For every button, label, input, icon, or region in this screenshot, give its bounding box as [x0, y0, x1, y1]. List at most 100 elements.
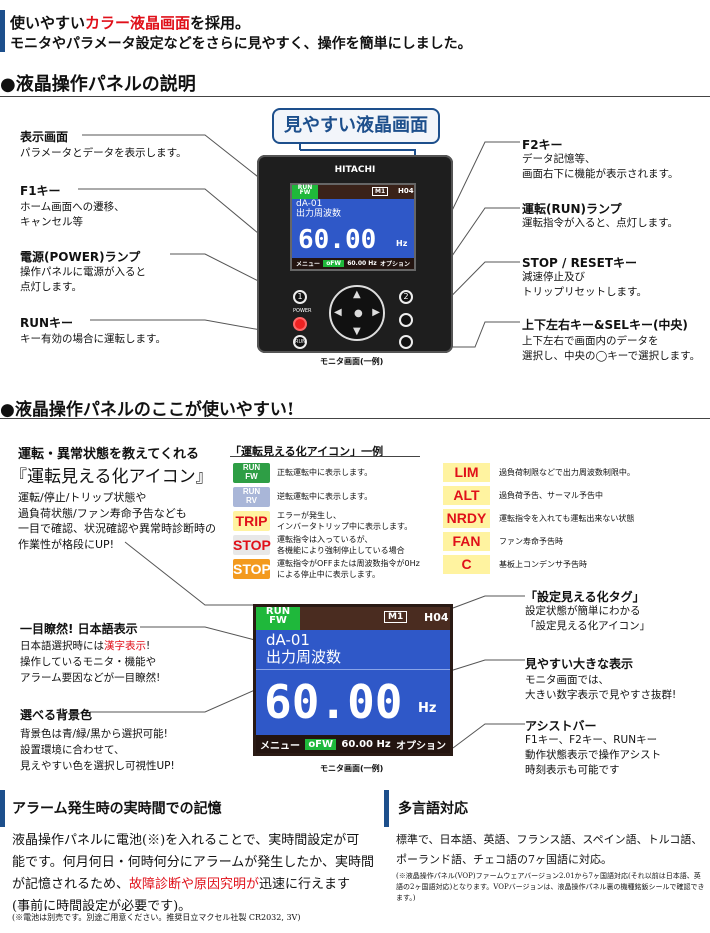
status-icon-desc: 過負荷制限などで出力周波数制限中。: [499, 468, 635, 477]
leader-line: [452, 723, 525, 749]
param-group-code: H04: [424, 611, 449, 624]
ofw-status: oFW: [305, 738, 337, 750]
mode-tag: M1: [372, 187, 389, 196]
left-arrow-icon[interactable]: ◀: [334, 307, 342, 318]
desc-japanese-display: 日本語選択時には漢字表示! 操作しているモニタ・機能やアラーム要因などが一目瞭然…: [20, 640, 161, 684]
status-icon-desc: 過負荷予告、サーマル予告中: [499, 491, 603, 500]
desc-run-key: キー有効の場合に運転します。: [20, 333, 166, 345]
status-icon-badge: TRIP: [233, 511, 270, 531]
stop-reset-key[interactable]: [399, 335, 413, 349]
frequency-value: 60.00: [298, 225, 377, 255]
param-group-code: H04: [398, 187, 414, 195]
status-icon-desc: 正転運転中に表示します。: [277, 468, 373, 477]
status-icon-badge: STOP: [233, 559, 271, 579]
multilang-body: 標準で、日本語、英語、フランス語、スペイン語、トルコ語、ポーランド語、チェコ語の…: [396, 833, 703, 866]
alarm-accent-bar: [0, 790, 5, 827]
monitor-caption: モニタ画面(一例): [320, 764, 384, 773]
multilang-heading: 多言語対応: [398, 801, 468, 817]
frequency-value: 60.00: [264, 675, 403, 729]
label-stop-reset-key: STOP / RESETキー: [522, 256, 638, 270]
multilang-note: (※液晶操作パネル(VOP)ファームウェアバージョン2.01から7ヶ国語対応(そ…: [396, 872, 705, 902]
menu-softkey: メニュー: [260, 740, 300, 752]
label-background-color: 選べる背景色: [20, 708, 93, 722]
desc-background-color: 背景色は青/緑/黒から選択可能!設置環境に合わせて、見えやすい色を選択し可視性U…: [20, 728, 175, 772]
run-lamp: [399, 313, 413, 327]
assist-bar: メニュー oFW 60.00 Hz オプション: [292, 258, 414, 269]
desc-assist-bar: F1キー、F2キー、RUNキー動作状態表示で操作アシスト時刻表示も可能です: [525, 734, 662, 776]
power-label: POWER: [293, 308, 312, 314]
label-arrow-sel-keys: 上下左右キー&SELキー(中央): [522, 318, 688, 332]
desc-f1-key: ホーム画面への遷移、キャンセル等: [20, 201, 125, 228]
assist-bar: メニュー oFW 60.00 Hz オプション: [256, 735, 450, 753]
label-large-display: 見やすい大きな表示: [525, 657, 634, 671]
ofw-status: oFW: [323, 260, 345, 267]
status-icon-desc: 基板上コンデンサ予告時: [499, 560, 587, 569]
icon-feature-desc: 運転/停止/トリップ状態や過負荷状態/ファン寿命予告なども一目で確認、状況確認や…: [18, 491, 216, 551]
desc-setting-tag: 設定状態が簡単にわかる「設定見える化アイコン」: [525, 605, 651, 632]
label-run-lamp: 運転(RUN)ランプ: [522, 202, 622, 216]
sel-key-icon[interactable]: ●: [354, 308, 363, 319]
desc-f2-key: データ記憶等、画面右下に機能が表示されます。: [522, 153, 679, 180]
right-arrow-icon[interactable]: ▶: [372, 307, 380, 318]
desc-display-screen: パラメータとデータを表示します。: [20, 147, 187, 159]
down-arrow-icon[interactable]: ▼: [353, 326, 361, 337]
status-icon-desc: 運転指令は入っているが、各機能により強制停止している場合: [277, 535, 405, 555]
status-icon-desc: 運転指令を入れても運転出来ない状態: [499, 514, 635, 523]
desc-stop-reset-key: 減速停止及びトリップリセットします。: [522, 271, 647, 298]
alarm-body: 液晶操作パネルに電池(※)を入れることで、実時間設定が可能です。何月何日・何時何…: [12, 833, 375, 914]
up-arrow-icon[interactable]: ▲: [353, 289, 361, 300]
icon-feature-title: 『運転見える化アイコン』: [10, 467, 213, 487]
label-setting-tag: 「設定見える化タグ」: [525, 590, 645, 604]
f2-key[interactable]: 2: [399, 290, 413, 304]
label-run-key: RUNキー: [20, 316, 74, 330]
multilang-accent-bar: [384, 790, 389, 827]
frequency-unit: Hz: [418, 701, 437, 716]
desc-power-lamp: 操作パネルに電源が入ると点灯します。: [20, 266, 146, 293]
status-icon-badge: C: [443, 555, 490, 574]
run-key[interactable]: RUN: [293, 335, 307, 349]
leader-line: [452, 595, 525, 609]
label-display-screen: 表示画面: [20, 130, 69, 144]
option-softkey: オプション: [379, 261, 410, 268]
arrow-keypad[interactable]: ▲ ▼ ◀ ▶ ●: [329, 285, 385, 341]
frequency-unit: Hz: [396, 239, 408, 248]
desc-arrow-sel-keys: 上下左右で画面内のデータを選択し、中央の◯キーで選択します。: [522, 335, 701, 362]
status-icon-badge: LIM: [443, 463, 490, 482]
divider: [230, 456, 420, 457]
alarm-note: (※電池は別売です。別途ご用意ください。推奨日立マクセル社製 CR2032, 3…: [12, 913, 301, 922]
section2-heading: ●液晶操作パネルのここが使いやすい!: [0, 400, 295, 420]
intro-line-2: モニタやパラメータ設定などをさらに見やすく、操作を簡単にしました。: [10, 36, 472, 52]
label-f1-key: F1キー: [20, 184, 61, 198]
menu-softkey: メニュー: [296, 261, 321, 268]
callout-easy-lcd: 見やすい液晶画面: [272, 108, 440, 144]
label-japanese-display: 一目瞭然! 日本語表示: [20, 622, 138, 636]
desc-run-lamp: 運転指令が入ると、点灯します。: [522, 217, 679, 229]
alarm-heading: アラーム発生時の実時間での記憶: [12, 801, 222, 817]
status-icon-badge: FAN: [443, 532, 490, 551]
divider: [256, 669, 450, 670]
intro-line-1: 使いやすいカラー液晶画面を採用。: [10, 14, 251, 32]
power-lamp: [293, 317, 307, 331]
option-softkey: オプション: [395, 740, 446, 752]
label-f2-key: F2キー: [522, 138, 563, 152]
bar-frequency: 60.00 Hz: [341, 738, 391, 750]
device-caption: モニタ画面(一例): [320, 357, 384, 366]
status-icon-desc: ファン寿命予告時: [499, 537, 563, 546]
mode-tag: M1: [384, 611, 408, 623]
divider: [0, 96, 710, 97]
brand-logo: HITACHI: [334, 165, 376, 175]
status-icon-desc: エラーが発生し、インバータトリップ中に表示します。: [277, 511, 413, 531]
f1-key[interactable]: 1: [293, 290, 307, 304]
status-icon-badge: ALT: [443, 486, 490, 505]
status-icon-desc: 逆転運転中に表示します。: [277, 492, 373, 501]
status-icon-badge: STOP: [233, 535, 271, 555]
